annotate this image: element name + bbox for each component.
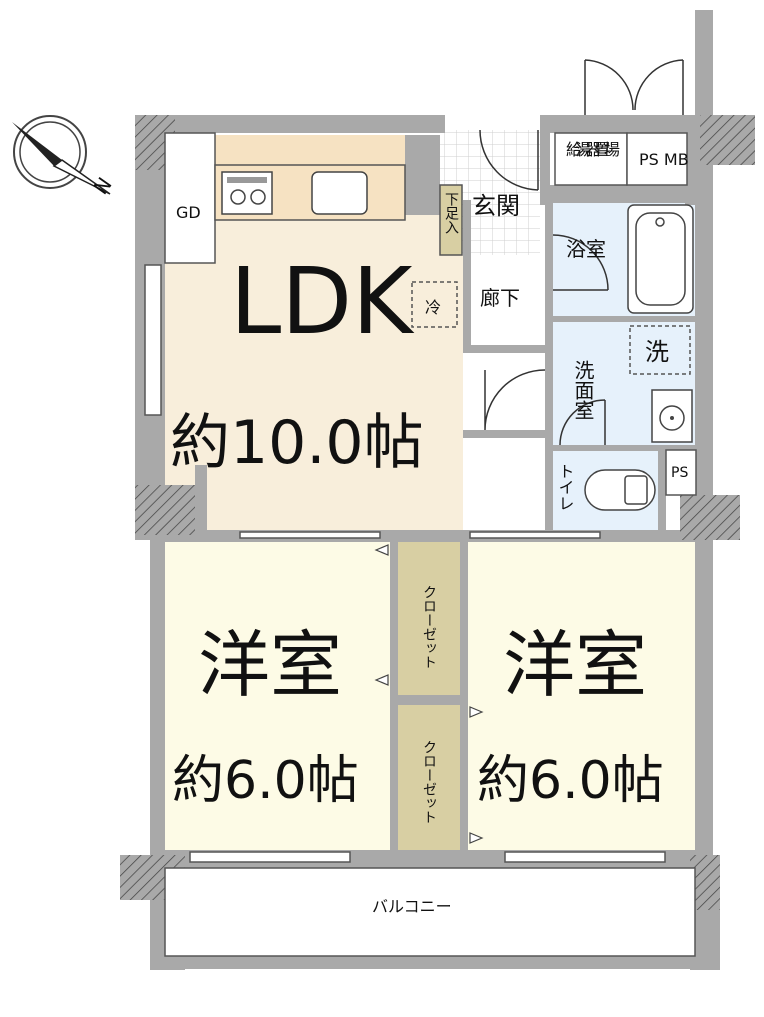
- western-left-area: 約6.0帖: [172, 751, 359, 811]
- fridge-space: [411, 281, 458, 328]
- closet-lower-floor: [398, 705, 460, 850]
- shoe-box-label: 下足入: [443, 192, 459, 234]
- entrance-label: 玄関: [472, 192, 520, 220]
- balcony-floor: [164, 867, 696, 957]
- washroom-label: 洗面室: [571, 360, 595, 420]
- ldk-name: LDK: [230, 248, 415, 355]
- ps-mb-box: [626, 132, 688, 186]
- toilet-label: トイレ: [556, 463, 575, 511]
- ldk-area: 約10.0帖: [170, 408, 424, 478]
- hallway-floor: [463, 200, 545, 535]
- closet-upper-label: クローゼット: [421, 585, 437, 669]
- balcony-label: バルコニー: [372, 897, 452, 916]
- western-right-name: 洋室: [503, 623, 647, 707]
- closet-lower-label: クローゼット: [421, 740, 437, 824]
- hallway-label: 廊下: [480, 286, 520, 310]
- washer-label: 洗: [645, 338, 669, 366]
- water-heater-label: 給湯器置場: [566, 140, 620, 159]
- bath-label: 浴室: [566, 237, 606, 261]
- windows: [144, 264, 666, 863]
- compass-icon: [12, 115, 111, 195]
- ps-box: [665, 449, 697, 496]
- sink-icon: [311, 171, 368, 215]
- closet-markers: [374, 544, 484, 844]
- gd-label: GD: [176, 203, 201, 222]
- fridge-label: 冷: [425, 298, 441, 317]
- ps-label: PS: [671, 465, 688, 481]
- western-left-floor: [163, 540, 391, 850]
- ldk-floor-lower: [196, 465, 463, 530]
- western-right-floor: [467, 540, 695, 850]
- north-label: N: [88, 173, 116, 199]
- washer-space: [629, 325, 691, 375]
- gd-storage: [164, 132, 216, 264]
- western-right-area: 約6.0帖: [477, 751, 664, 811]
- closet-upper-floor: [398, 540, 460, 695]
- water-heater-box: [554, 132, 628, 186]
- western-left-name: 洋室: [198, 623, 342, 707]
- ps-mb-label: PS MB: [639, 150, 689, 169]
- shoe-box: [439, 184, 463, 256]
